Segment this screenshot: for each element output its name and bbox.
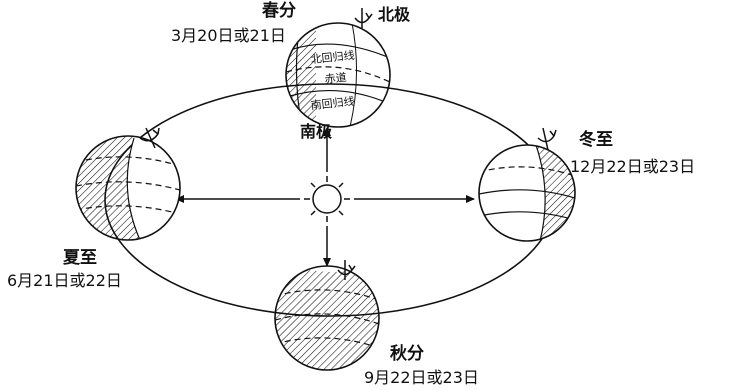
sunlight-arrows — [175, 127, 475, 267]
winter-season-label: 冬至 — [579, 130, 613, 150]
axis-rotation-icon — [354, 8, 373, 28]
globe-autumn — [274, 260, 380, 371]
winter-date-label: 12月22日或23日 — [570, 157, 696, 176]
axis-rotation-icon — [139, 127, 160, 149]
globe-summer — [75, 127, 181, 241]
tropic-north-label: 北回归线 — [310, 48, 355, 67]
sun-icon — [304, 176, 350, 222]
summer-date-label: 6月21日或22日 — [7, 271, 122, 290]
equator-label: 赤道 — [324, 70, 347, 86]
spring-season-label: 春分 — [262, 1, 296, 21]
summer-season-label: 夏至 — [63, 248, 97, 268]
axis-rotation-icon — [337, 260, 356, 280]
autumn-season-label: 秋分 — [390, 344, 424, 364]
autumn-date-label: 9月22日或23日 — [364, 368, 479, 387]
axis-rotation-icon — [537, 127, 557, 151]
north-pole-label: 北极 — [378, 5, 411, 24]
tropic-south-label: 南回归线 — [310, 94, 355, 113]
spring-date-label: 3月20日或21日 — [171, 26, 286, 45]
south-pole-label: 南极 — [300, 122, 333, 141]
globe-spring: 北回归线 赤道 南回归线 — [285, 22, 391, 128]
globe-winter — [478, 127, 576, 242]
